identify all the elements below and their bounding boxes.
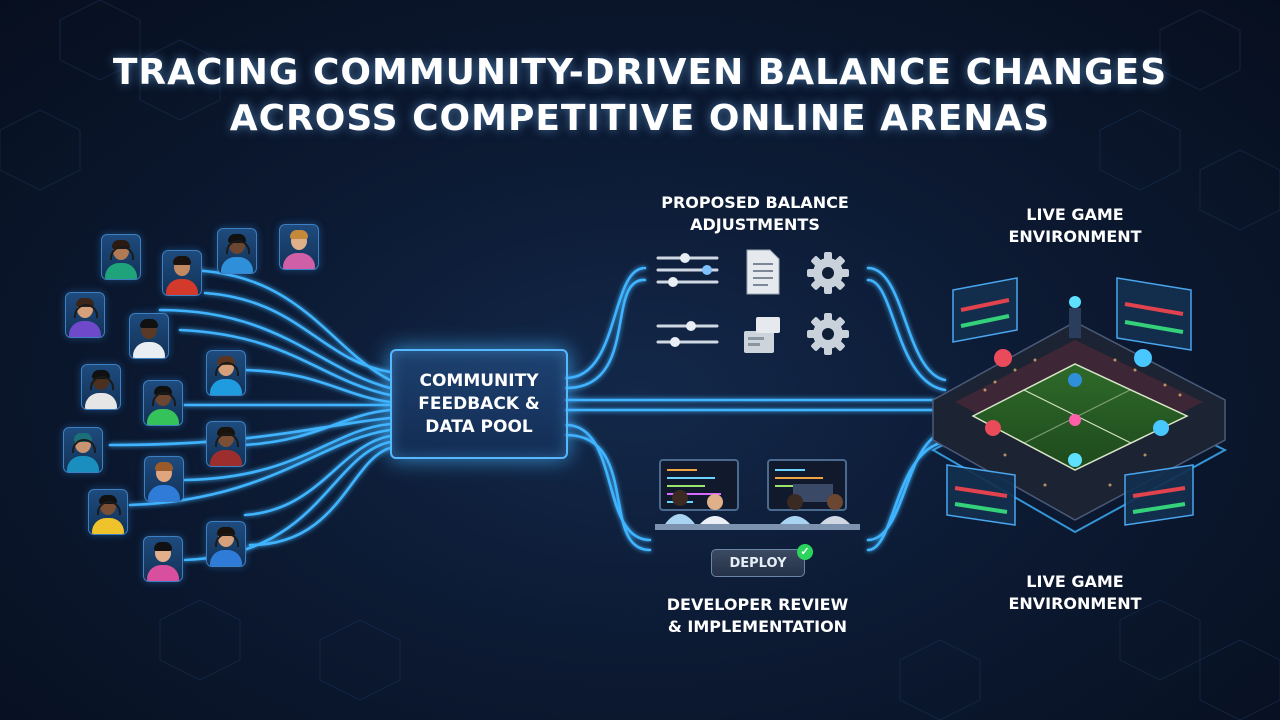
player-avatar bbox=[88, 489, 128, 535]
proposed-adjustments-label: PROPOSED BALANCE ADJUSTMENTS bbox=[661, 193, 849, 234]
document-icon bbox=[746, 249, 780, 295]
checkmark-icon: ✓ bbox=[797, 544, 813, 560]
community-feedback-pool: COMMUNITY FEEDBACK & DATA POOL bbox=[390, 349, 568, 459]
stat-panel bbox=[1124, 464, 1194, 526]
arena-icon bbox=[930, 277, 1228, 534]
pool-label: COMMUNITY FEEDBACK & DATA POOL bbox=[418, 370, 540, 437]
stat-panel bbox=[952, 277, 1018, 343]
player-avatar bbox=[217, 228, 257, 274]
player-avatar bbox=[144, 456, 184, 502]
title-line-1: TRACING COMMUNITY-DRIVEN BALANCE CHANGES bbox=[112, 52, 1168, 93]
player-avatar bbox=[162, 250, 202, 296]
player-avatar bbox=[65, 292, 105, 338]
title-line-2: ACROSS COMPETITIVE ONLINE ARENAS bbox=[229, 98, 1051, 139]
stamp-icon bbox=[744, 317, 780, 353]
stat-panel bbox=[946, 464, 1016, 526]
player-avatar bbox=[143, 536, 183, 582]
player-avatar bbox=[206, 421, 246, 467]
slider-icon bbox=[656, 321, 719, 347]
player-avatar bbox=[129, 313, 169, 359]
player-avatar bbox=[101, 234, 141, 280]
live-environment-label-top: LIVE GAME ENVIRONMENT bbox=[1008, 205, 1142, 246]
page-title: TRACING COMMUNITY-DRIVEN BALANCE CHANGES… bbox=[0, 50, 1280, 142]
slider-icon bbox=[656, 253, 719, 287]
player-avatar bbox=[206, 521, 246, 567]
live-environment-label-bottom: LIVE GAME ENVIRONMENT bbox=[1008, 572, 1142, 613]
player-avatar bbox=[81, 364, 121, 410]
player-avatar bbox=[63, 427, 103, 473]
deploy-button[interactable]: DEPLOY bbox=[711, 549, 805, 577]
developer-workstation-icon bbox=[655, 459, 860, 530]
gear-icon bbox=[807, 252, 849, 294]
player-avatar bbox=[279, 224, 319, 270]
player-avatar bbox=[143, 380, 183, 426]
stat-panel bbox=[1116, 277, 1192, 351]
player-avatar bbox=[206, 350, 246, 396]
developer-review-label: DEVELOPER REVIEW & IMPLEMENTATION bbox=[666, 595, 849, 636]
gear-icon bbox=[807, 313, 849, 355]
